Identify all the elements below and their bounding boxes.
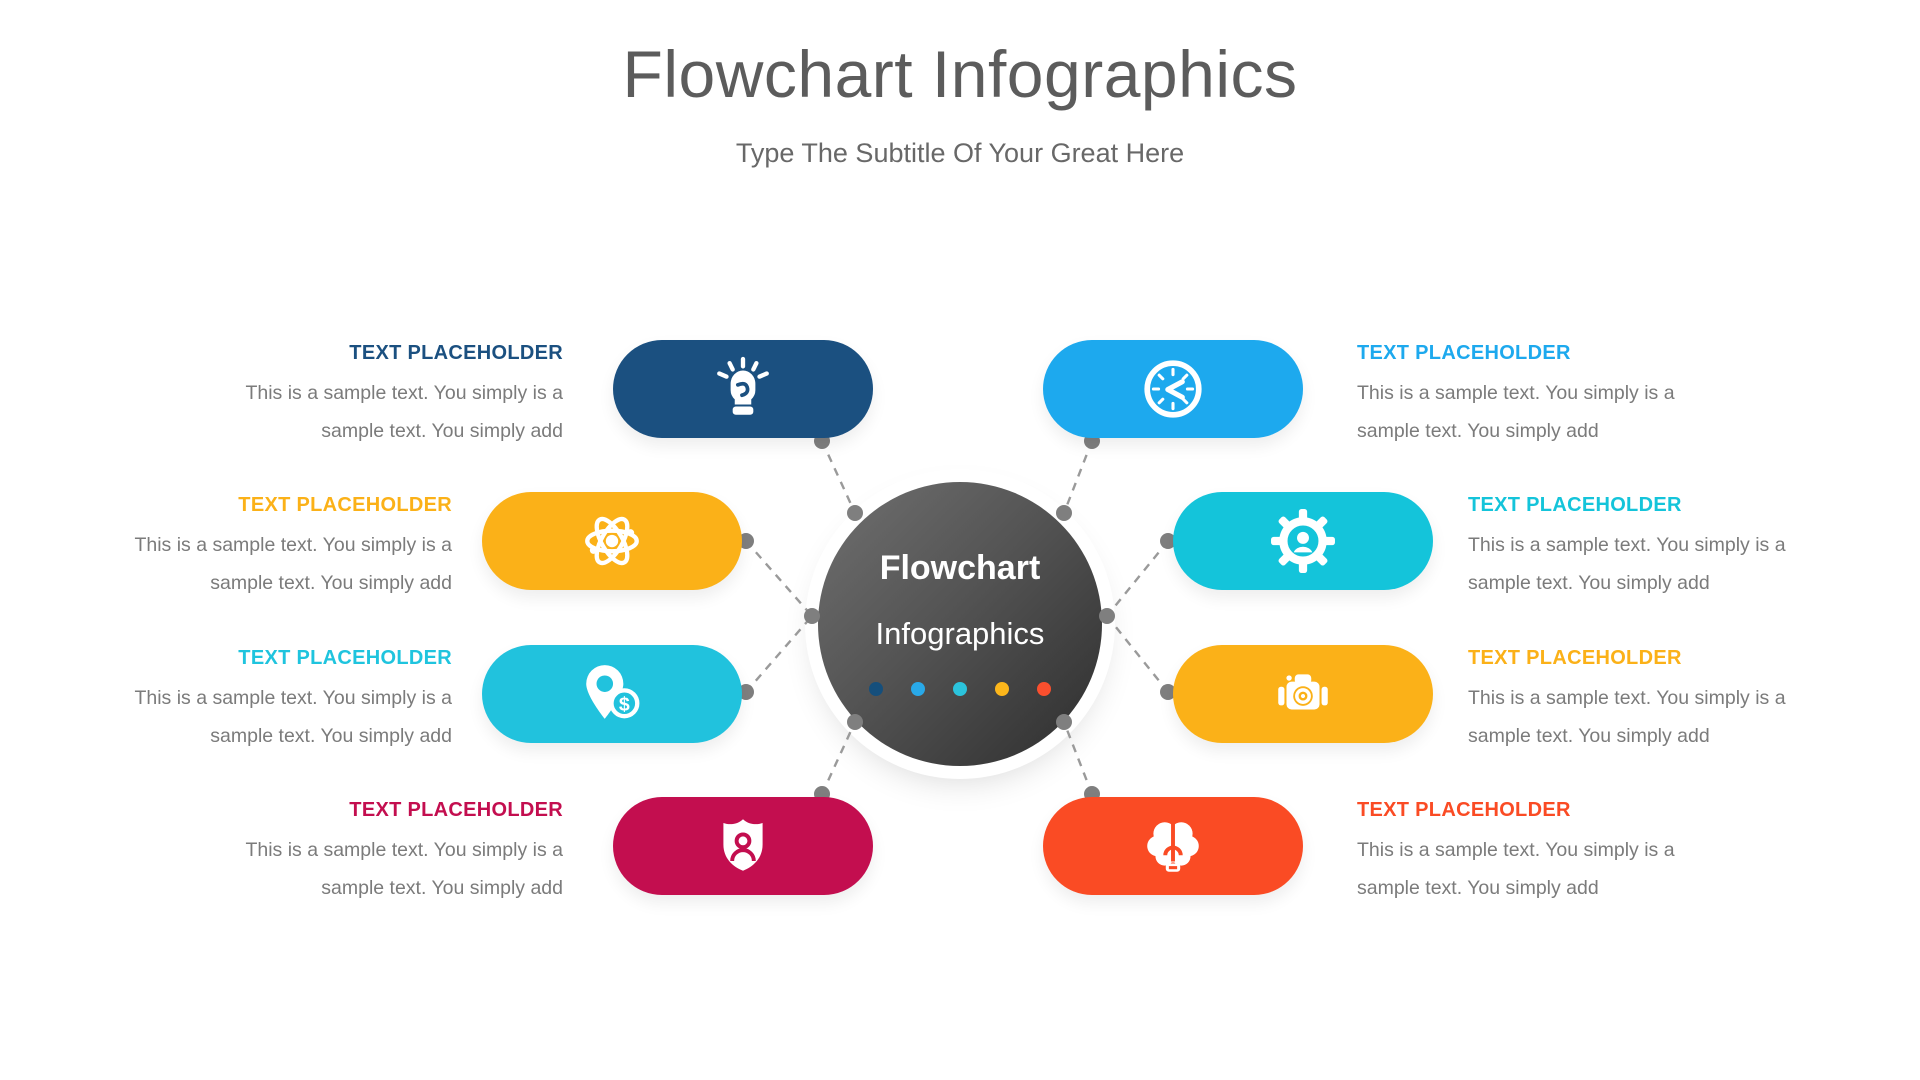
item-title: TEXT PLACEHOLDER [238, 494, 452, 516]
pagination-dot [911, 681, 925, 696]
page-subtitle: Type The Subtitle Of Your Great Here [735, 138, 1185, 168]
item-body: This is a sample text. You simply is a s… [134, 534, 452, 594]
item-title: TEXT PLACEHOLDER [1468, 494, 1682, 516]
gear-user-icon [1270, 508, 1336, 574]
item-body: This is a sample text. You simply is a s… [1357, 382, 1675, 442]
pill-location-money: $ [482, 645, 742, 743]
pill-clock [1043, 340, 1303, 438]
pill-raised-fist [613, 340, 873, 438]
item-text-block-right-4: TEXT PLACEHOLDER This is a sample text. … [1357, 797, 1777, 907]
pagination-dot [953, 681, 967, 696]
hub-title: Flowchart [879, 548, 1041, 587]
item-text-block-left-3: TEXT PLACEHOLDER This is a sample text. … [32, 645, 452, 755]
item-title: TEXT PLACEHOLDER [238, 647, 452, 669]
item-text-block-left-4: TEXT PLACEHOLDER This is a sample text. … [143, 797, 563, 907]
pagination-dot [869, 681, 883, 696]
item-body: This is a sample text. You simply is a s… [245, 839, 563, 899]
item-text-block-right-1: TEXT PLACEHOLDER This is a sample text. … [1357, 340, 1777, 450]
pill-gear-user [1173, 492, 1433, 590]
camera-icon [1270, 661, 1336, 727]
hub-subtitle: Infographics [875, 615, 1045, 651]
pagination-dot [995, 681, 1009, 696]
atom-icon [579, 508, 645, 574]
hub-pagination-dots [869, 681, 1051, 696]
pagination-dot [1037, 681, 1051, 696]
pill-camera [1173, 645, 1433, 743]
item-title: TEXT PLACEHOLDER [1357, 799, 1571, 821]
item-body: This is a sample text. You simply is a s… [1357, 839, 1675, 899]
item-text-block-left-2: TEXT PLACEHOLDER This is a sample text. … [32, 492, 452, 602]
item-text-block-right-3: TEXT PLACEHOLDER This is a sample text. … [1468, 645, 1888, 755]
svg-text:$: $ [619, 694, 630, 716]
center-hub-circle: Flowchart Infographics [818, 482, 1102, 766]
item-text-block-right-2: TEXT PLACEHOLDER This is a sample text. … [1468, 492, 1888, 602]
item-text-block-left-1: TEXT PLACEHOLDER This is a sample text. … [143, 340, 563, 450]
pill-brain-bulb [1043, 797, 1303, 895]
item-title: TEXT PLACEHOLDER [349, 799, 563, 821]
pill-shield-user [613, 797, 873, 895]
item-title: TEXT PLACEHOLDER [1357, 342, 1571, 364]
item-title: TEXT PLACEHOLDER [1468, 647, 1682, 669]
item-title: TEXT PLACEHOLDER [349, 342, 563, 364]
raised-fist-rays-icon [710, 356, 776, 422]
item-body: This is a sample text. You simply is a s… [1468, 534, 1786, 594]
brain-bulb-icon [1140, 813, 1206, 879]
item-body: This is a sample text. You simply is a s… [245, 382, 563, 442]
pill-atom [482, 492, 742, 590]
page-title: Flowchart Infographics [622, 37, 1298, 111]
clock-icon [1140, 356, 1206, 422]
shield-user-icon [710, 813, 776, 879]
location-pin-dollar-icon: $ [579, 661, 645, 727]
item-body: This is a sample text. You simply is a s… [134, 687, 452, 747]
item-body: This is a sample text. You simply is a s… [1468, 687, 1786, 747]
